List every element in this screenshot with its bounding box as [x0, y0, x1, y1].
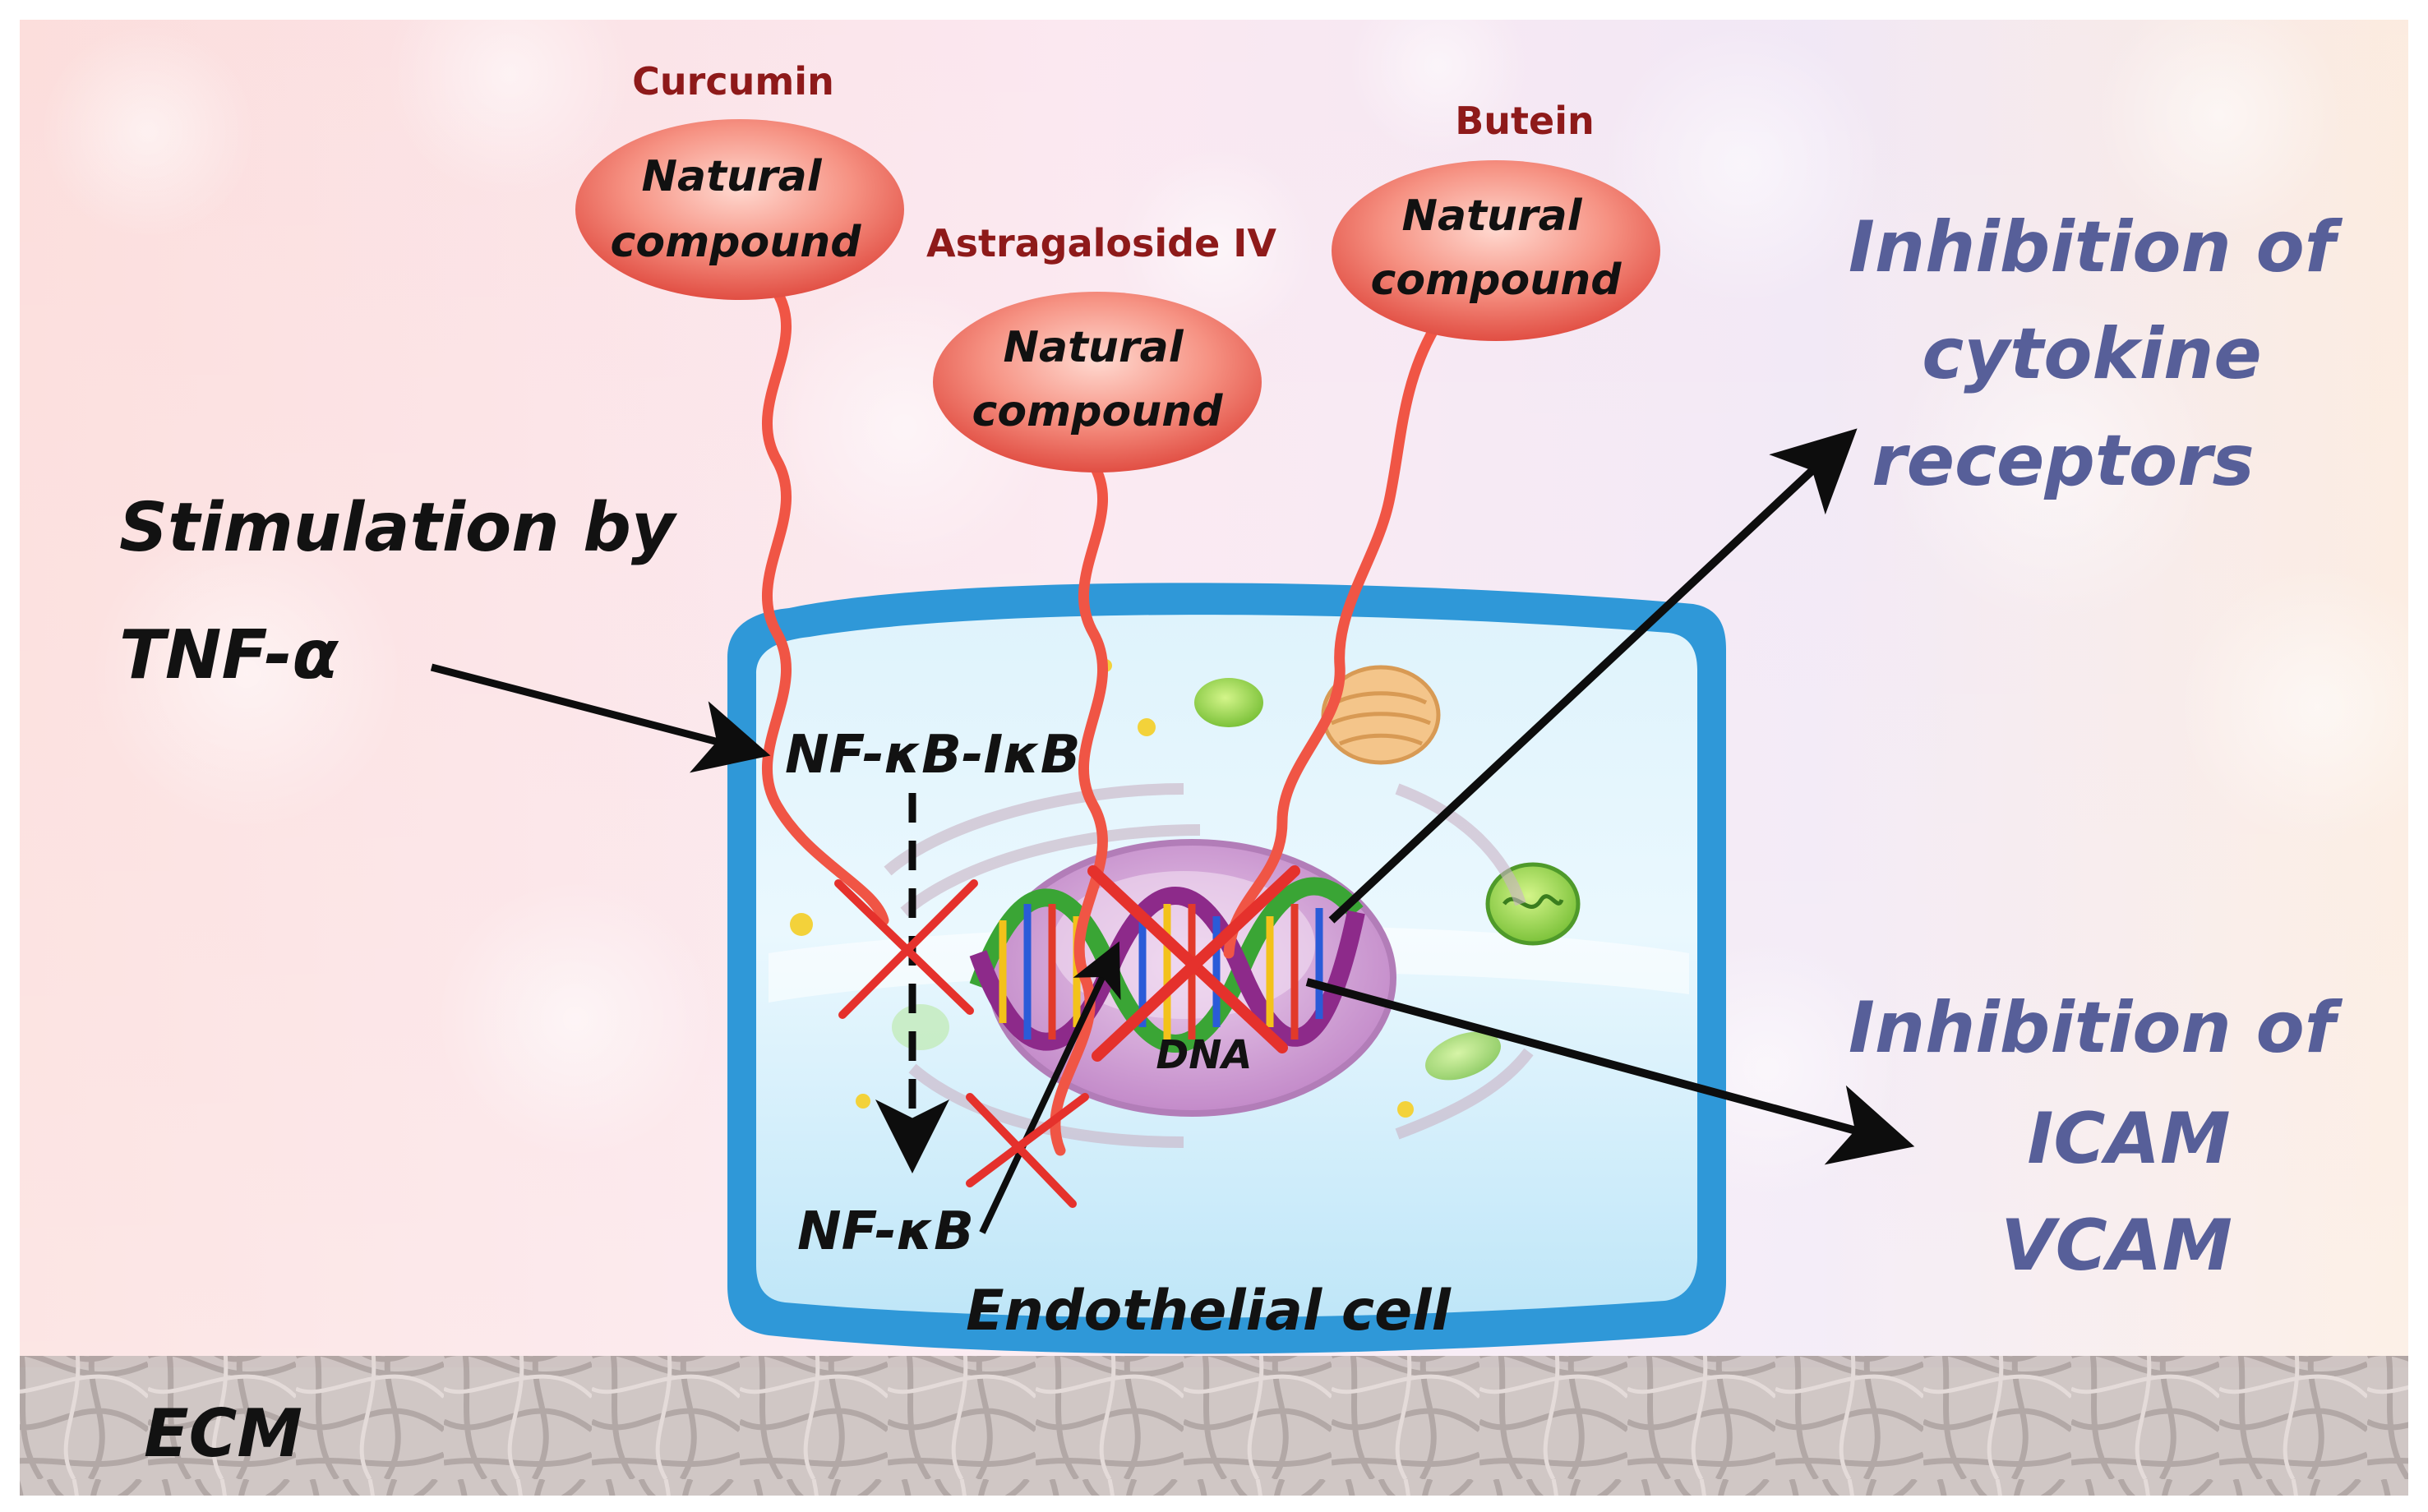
- mitochondrion-small: [1425, 1031, 1501, 1081]
- compound-label-line2: compound: [1371, 256, 1623, 305]
- butein-strand: [1223, 323, 1440, 959]
- dna-label: DNA: [1156, 1032, 1252, 1078]
- curcumin-strand: [762, 286, 889, 926]
- mitochondrion: [1485, 862, 1581, 946]
- nfkb-to-dna-arrow: [979, 941, 1121, 1234]
- compound-strands: [762, 286, 1440, 1156]
- compound-label-line2: compound: [972, 387, 1224, 436]
- compound-name-curcumin: Curcumin: [632, 59, 834, 104]
- cytokine-outcome-arrow: [1328, 428, 1858, 924]
- compound-label-line2: compound: [611, 218, 862, 267]
- adhesion-outcome-line3: VCAM: [2001, 1205, 2232, 1287]
- compound-astragaloside: Astragaloside IV Natural compound: [926, 221, 1276, 472]
- compound-label-line1: Natural: [1003, 323, 1184, 372]
- er-membranes: [884, 783, 1534, 1148]
- inhibition-cross-translocation: [834, 879, 978, 1019]
- adhesion-outcome-line2: ICAM: [2027, 1098, 2230, 1180]
- adhesion-outcome-arrow: [1305, 978, 1915, 1165]
- cytokine-outcome: Inhibition of cytokine receptors: [1849, 206, 2343, 502]
- compound-butein: Butein Natural compound: [1332, 99, 1660, 341]
- nfkb-label: NF-κB: [797, 1201, 974, 1262]
- cell-caption: Endothelial cell: [966, 1279, 1452, 1344]
- compound-label-line1: Natural: [1401, 191, 1582, 241]
- compound-name-astragaloside: Astragaloside IV: [926, 221, 1276, 265]
- adhesion-outcome-line1: Inhibition of: [1849, 987, 2343, 1069]
- compound-curcumin: Curcumin Natural compound: [575, 59, 904, 300]
- cytokine-outcome-line1: Inhibition of: [1849, 206, 2343, 288]
- ecm-label: ECM: [144, 1395, 302, 1472]
- vesicle-green: [1194, 678, 1263, 727]
- astragaloside-strand: [1050, 459, 1108, 1156]
- stimulus-line1: Stimulation by: [119, 489, 678, 567]
- nfkb-ikb-complex-label: NF-κB-IκB: [785, 725, 1081, 786]
- inhibition-cross-nfkb: [966, 1093, 1089, 1208]
- compound-name-butein: Butein: [1455, 99, 1595, 143]
- stimulus-arrow: [430, 663, 771, 773]
- compound-label-line1: Natural: [641, 152, 822, 201]
- cytokine-outcome-line3: receptors: [1872, 420, 2254, 502]
- stimulus-line2: TNF-α: [119, 616, 339, 694]
- adhesion-outcome: Inhibition of ICAM VCAM: [1849, 987, 2343, 1287]
- inhibition-cross-dna: [1087, 865, 1300, 1062]
- ecm-band: [20, 1356, 2408, 1496]
- cytokine-outcome-line2: cytokine: [1922, 313, 2261, 395]
